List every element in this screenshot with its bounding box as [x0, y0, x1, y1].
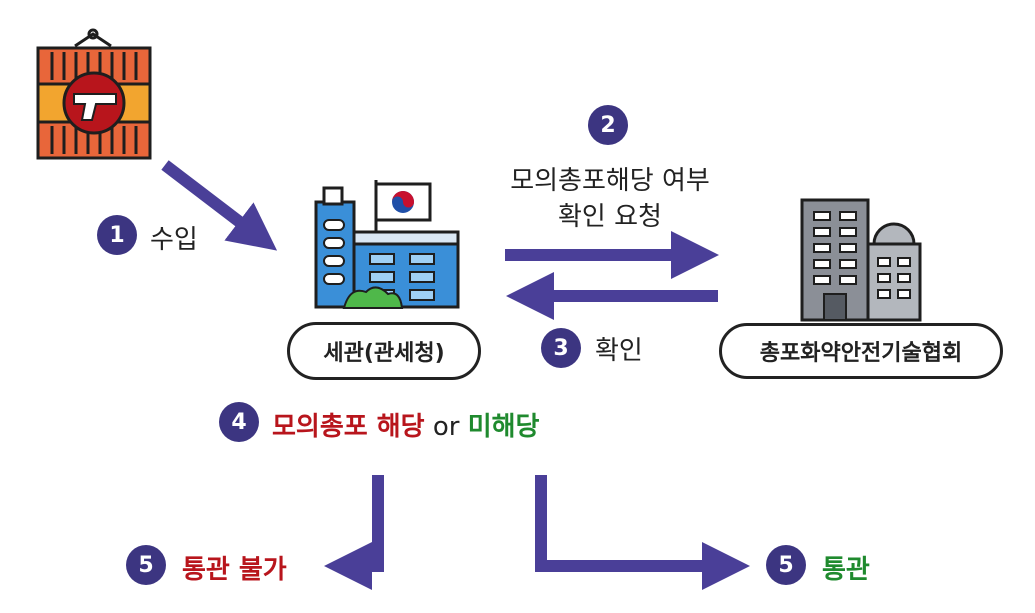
step-2-number: 2: [600, 112, 616, 138]
step-1-number: 1: [109, 222, 125, 248]
crate-icon: [36, 28, 152, 160]
step-2-badge: 2: [588, 105, 628, 145]
step-4-applicable: 모의총포 해당: [272, 412, 425, 442]
building-icon: [800, 198, 922, 322]
step-1-badge: 1: [97, 215, 137, 255]
step-5-pass-label: 통관: [822, 555, 870, 585]
customs-node-text: 세관(관세청): [323, 341, 445, 366]
customs-node-label: 세관(관세청): [287, 322, 481, 380]
step-4-not-applicable: 미해당: [467, 412, 540, 442]
import-arrow: [161, 160, 278, 251]
step-4-label: 모의총포 해당 or 미해당: [272, 406, 539, 443]
step-3-badge: 3: [541, 328, 581, 368]
step-2-label-line2: 확인 요청: [558, 202, 662, 232]
pistol-icon: [62, 71, 126, 135]
step-3-label: 확인: [595, 336, 643, 366]
taegeuk-flag-icon: [374, 182, 432, 222]
step-5-reject-badge: 5: [126, 545, 166, 585]
step-4-badge: 4: [219, 402, 259, 442]
association-node-label: 총포화약안전기술협회: [719, 323, 1003, 379]
association-node-text: 총포화약안전기술협회: [759, 341, 963, 366]
office-building-icon: [314, 180, 460, 309]
step-5-pass-badge: 5: [766, 545, 806, 585]
step-1-label: 수입: [150, 225, 198, 255]
reject-arrow: [324, 475, 384, 590]
step-4-number: 4: [231, 409, 247, 435]
step-4-or: or: [432, 412, 460, 442]
step-2-label-line1: 모의총포해당 여부: [510, 166, 710, 196]
pass-arrow: [535, 475, 750, 590]
step-5-pass-number: 5: [778, 552, 794, 578]
step-5-reject-number: 5: [138, 552, 154, 578]
step-5-reject-label: 통관 불가: [182, 555, 287, 585]
step-3-number: 3: [553, 335, 569, 361]
